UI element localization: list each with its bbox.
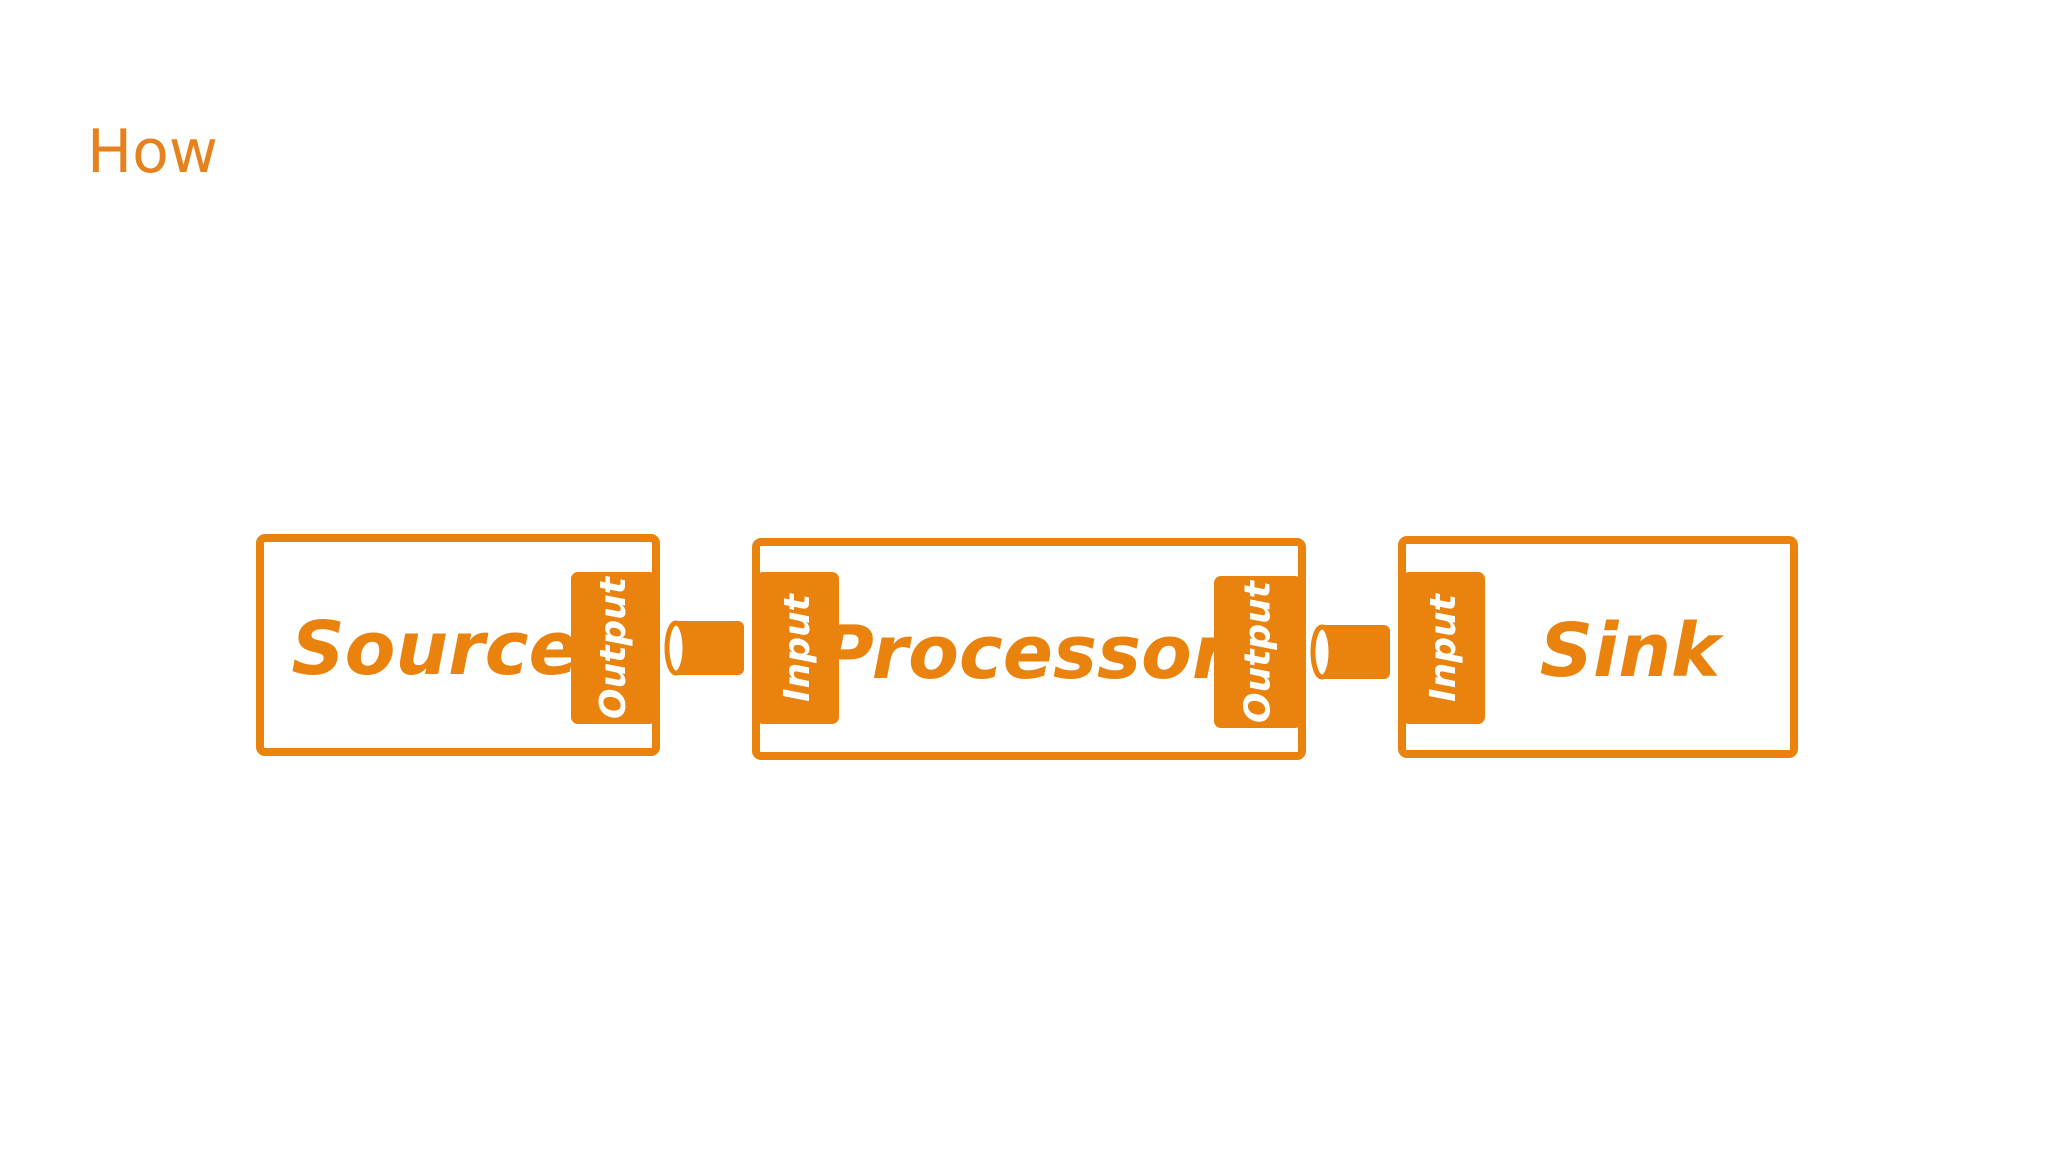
sink-input-port-label: Input — [1423, 592, 1464, 701]
slide-title: How — [87, 117, 218, 187]
source-box: Source Output — [256, 534, 660, 756]
processor-box: Input Processor Output — [752, 538, 1306, 760]
processor-label: Processor — [820, 610, 1233, 696]
processor-input-port-tab — [756, 572, 839, 724]
sink-box: Input Sink — [1398, 536, 1798, 758]
sink-label: Sink — [1540, 608, 1724, 694]
processor-output-port-label: Output — [1238, 579, 1279, 723]
pipe-icon — [1310, 624, 1390, 680]
source-output-port: Output — [571, 572, 656, 724]
source-label: Source — [291, 606, 578, 692]
pipe-icon — [664, 620, 744, 676]
processor-input-port-label: Input — [777, 592, 818, 701]
processor-output-port-tab — [1214, 576, 1302, 728]
sink-input-port-tab — [1402, 572, 1485, 724]
source-output-port-label: Output — [593, 575, 634, 719]
processor-input-port: Input — [756, 572, 839, 724]
sink-input-port: Input — [1402, 572, 1485, 724]
source-output-port-tab — [571, 572, 656, 724]
processor-output-port: Output — [1214, 576, 1302, 728]
